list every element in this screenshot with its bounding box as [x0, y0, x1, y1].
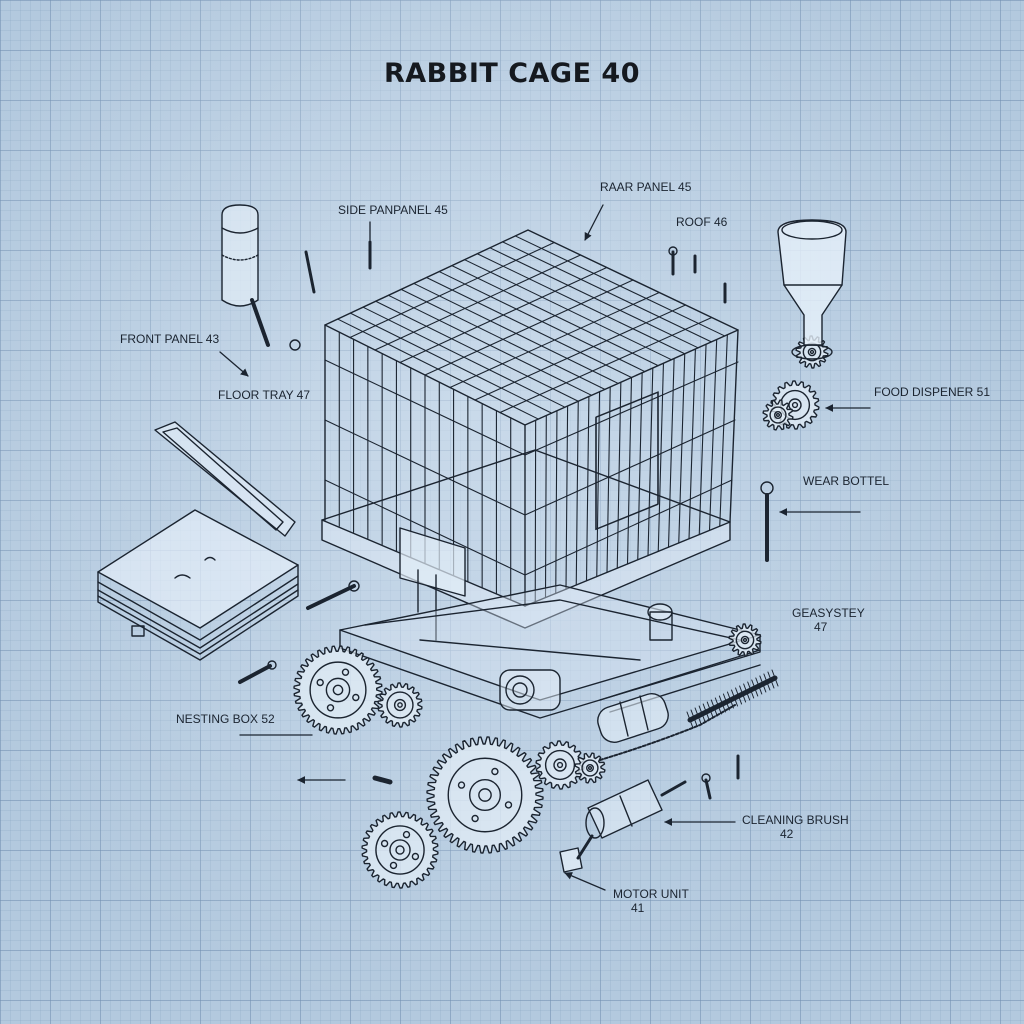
brush-bristle [714, 697, 722, 715]
drive-chain [599, 704, 736, 761]
gear [535, 740, 585, 790]
cage-roof-bar [374, 254, 582, 351]
cage-bar [596, 391, 601, 578]
label-floor-tray: FLOOR TRAY 47 [218, 388, 311, 402]
label-water-bottle: WEAR BOTTEL [803, 474, 890, 488]
cage-door [595, 391, 659, 531]
motor-assembly [499, 603, 673, 743]
brush-bristle [718, 695, 726, 713]
cage-roof-bar [349, 241, 555, 339]
brush-bristle [755, 677, 763, 695]
cage-roof [324, 229, 739, 426]
label-rear-panel: RAAR PANEL 45 [600, 180, 692, 194]
cage-bar [626, 376, 633, 565]
label-motor-unit-number: 41 [631, 901, 645, 915]
cage-bar [575, 400, 579, 586]
cage-roof-bar [399, 266, 608, 364]
brush-bristle [726, 691, 734, 709]
brush-bristle [690, 709, 698, 727]
label-side-panel: SIDE PANPANEL 45 [338, 203, 448, 217]
cage-bar [585, 395, 590, 582]
brush-bristle [706, 701, 714, 719]
cage-bar [616, 381, 622, 569]
label-roof: ROOF 46 [676, 215, 728, 229]
cage-bar [606, 386, 611, 573]
brush-bristle [747, 681, 755, 699]
nesting-box-part [97, 421, 299, 661]
cage-bar [708, 338, 718, 531]
gear [728, 623, 762, 657]
label-food-dispenser: FOOD DISPENER 51 [874, 385, 991, 399]
gear [762, 399, 794, 431]
cage-bar [688, 348, 696, 540]
label-cleaning-brush-number: 42 [780, 827, 794, 841]
water-bottle-part [221, 204, 270, 347]
cage-roof-bar [474, 304, 687, 401]
gear [361, 811, 439, 889]
label-motor-unit-name: MOTOR UNIT [613, 887, 689, 901]
brush-bristle [731, 689, 739, 707]
brush-bristle [743, 683, 751, 701]
cage-bar [678, 353, 686, 544]
food-dispenser-part [777, 219, 847, 360]
cage-bar [657, 362, 665, 552]
brush-bristle [771, 669, 779, 687]
brush-bristle [686, 711, 694, 729]
cage-bar [555, 410, 558, 594]
screws [238, 240, 774, 800]
label-cleaning-brush-name: CLEANING BRUSH [742, 813, 849, 827]
cage-bar [698, 343, 707, 536]
label-motor-unit: MOTOR UNIT 41 [613, 887, 689, 915]
brush-bristle [698, 705, 706, 723]
gear [293, 645, 383, 735]
brush-bristle [722, 693, 730, 711]
cleaning-brush-part [686, 669, 779, 729]
label-front-panel: FRONT PANEL 43 [120, 332, 220, 346]
cage-roof-bar [499, 316, 713, 414]
diagram-title: RABBIT CAGE 40 [384, 58, 640, 89]
label-gear-system: GEASYSTEY 47 [792, 606, 865, 634]
gear [574, 752, 606, 784]
gear [426, 736, 544, 854]
cage-bar [667, 357, 675, 548]
brush-bristle [694, 707, 702, 725]
brush-bristle [751, 679, 759, 697]
brush-bristle [702, 703, 710, 721]
leader-lines [219, 204, 871, 891]
cage-ramp [399, 527, 466, 597]
cage-roof-bar [424, 279, 634, 376]
brush-bristle [767, 671, 775, 689]
gear [377, 682, 423, 728]
brush-bristle [739, 685, 747, 703]
label-cleaning-brush: CLEANING BRUSH 42 [742, 813, 849, 841]
brush-bristle [759, 675, 767, 693]
brush-bristle [763, 673, 771, 691]
label-gear-system-name: GEASYSTEY [792, 606, 865, 620]
brush-bristle [710, 699, 718, 717]
cage-roof-bar [449, 291, 660, 389]
brush-bristle [735, 687, 743, 705]
label-gear-system-number: 47 [814, 620, 828, 634]
cage-wire-frame [321, 229, 739, 641]
cage-bar [544, 414, 547, 599]
motor-unit-part [559, 779, 687, 873]
cage-bar [565, 405, 569, 590]
cage-bar [719, 334, 728, 527]
label-nesting-box: NESTING BOX 52 [176, 712, 275, 726]
